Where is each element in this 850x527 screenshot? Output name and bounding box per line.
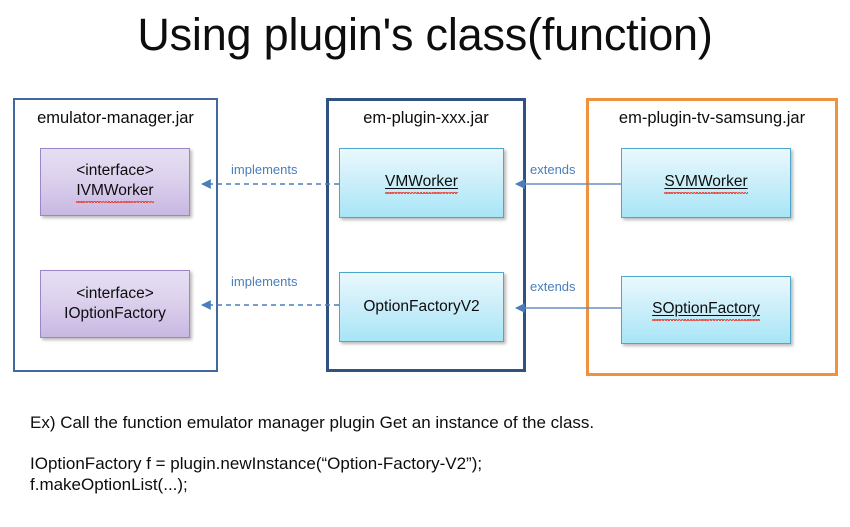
jar-container-emulator-manager: emulator-manager.jar xyxy=(13,98,218,372)
class-box-ivmworker[interactable]: <interface> IVMWorker xyxy=(40,148,190,216)
body-text-block: Ex) Call the function emulator manager p… xyxy=(30,412,830,495)
class-label-ivmworker: IVMWorker xyxy=(76,181,154,203)
jar-container-em-plugin-xxx: em-plugin-xxx.jar xyxy=(326,98,526,372)
class-stereotype-ioptionfactory: <interface> xyxy=(76,285,154,302)
class-label-optionfactoryv2: OptionFactoryV2 xyxy=(363,298,480,315)
code-line-1: IOptionFactory f = plugin.newInstance(“O… xyxy=(30,454,483,473)
class-box-vmworker[interactable]: VMWorker xyxy=(339,148,504,218)
connector-label-extends-2: extends xyxy=(530,279,576,294)
class-box-optionfactoryv2[interactable]: OptionFactoryV2 xyxy=(339,272,504,342)
class-box-soptionfactory[interactable]: SOptionFactory xyxy=(621,276,791,344)
class-box-ioptionfactory[interactable]: <interface> IOptionFactory xyxy=(40,270,190,338)
jar-container-em-plugin-tv-samsung: em-plugin-tv-samsung.jar xyxy=(586,98,838,376)
class-box-svmworker[interactable]: SVMWorker xyxy=(621,148,791,218)
class-label-vmworker: VMWorker xyxy=(385,172,458,194)
connector-label-implements-1: implements xyxy=(231,162,298,177)
class-label-soptionfactory: SOptionFactory xyxy=(652,299,760,321)
page-title: Using plugin's class(function) xyxy=(137,9,713,60)
example-description: Ex) Call the function emulator manager p… xyxy=(30,413,595,432)
class-label-svmworker: SVMWorker xyxy=(664,172,748,194)
jar-label-em-plugin-xxx: em-plugin-xxx.jar xyxy=(363,109,489,127)
jar-label-emulator-manager: emulator-manager.jar xyxy=(37,109,194,127)
code-line-2: f.makeOptionList(...); xyxy=(30,475,188,494)
class-diagram: emulator-manager.jar em-plugin-xxx.jar e… xyxy=(13,98,838,376)
jar-label-em-plugin-tv-samsung: em-plugin-tv-samsung.jar xyxy=(618,109,806,127)
connector-label-extends-1: extends xyxy=(530,162,576,177)
class-stereotype-ivmworker: <interface> xyxy=(76,162,154,179)
class-label-ioptionfactory: IOptionFactory xyxy=(64,305,166,322)
connector-label-implements-2: implements xyxy=(231,274,298,289)
